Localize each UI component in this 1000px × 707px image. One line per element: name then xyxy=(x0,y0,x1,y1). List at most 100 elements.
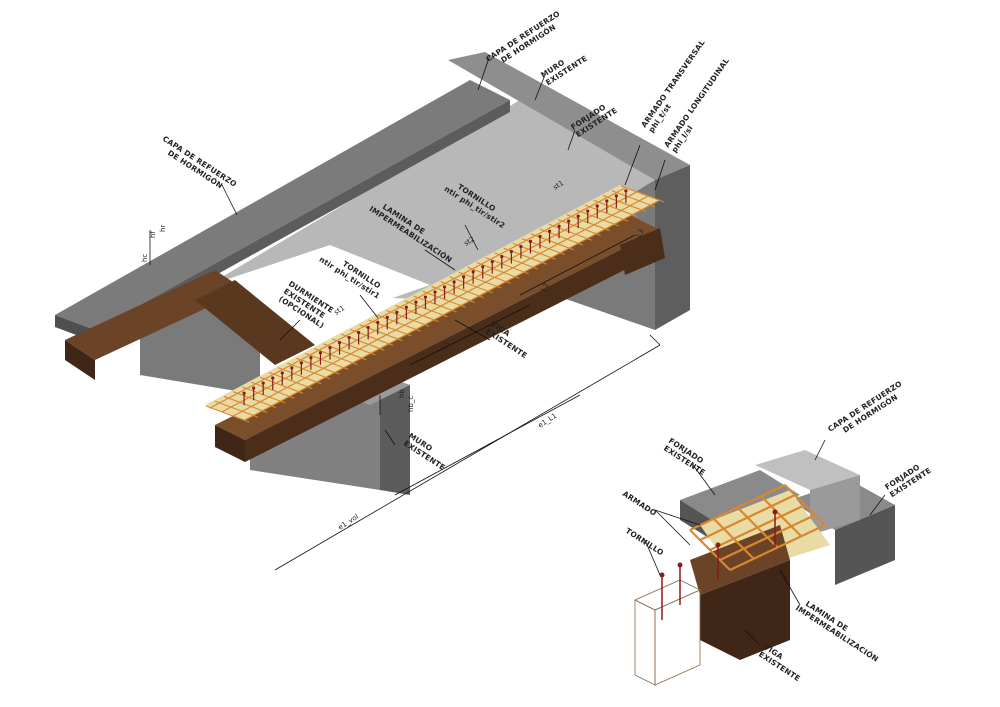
detail-forjado-left-top xyxy=(680,470,800,525)
bolt xyxy=(347,335,351,350)
label-capa-top-1: CAPA DE REFUERZO xyxy=(484,9,561,64)
bolt xyxy=(423,295,428,310)
dim-hf: hf xyxy=(149,231,157,238)
bolt xyxy=(595,204,599,218)
transverse-rebar xyxy=(259,376,304,394)
bolt xyxy=(271,376,275,391)
bolt xyxy=(624,189,628,203)
bolt xyxy=(414,300,418,315)
bolt xyxy=(462,275,466,289)
transverse-rebar xyxy=(277,367,322,385)
bolt xyxy=(395,310,399,325)
transverse-rebar xyxy=(440,281,484,299)
bolt xyxy=(242,391,246,406)
transverse-rebar xyxy=(602,195,647,213)
label-capa-left-1: CAPA DE REFUERZO xyxy=(161,134,238,189)
detail-rebar-bar xyxy=(729,524,826,571)
bolt xyxy=(509,249,513,264)
viga-existente-top xyxy=(215,215,660,440)
transverse-rebar xyxy=(593,199,638,217)
bolt xyxy=(528,239,533,254)
bolt xyxy=(357,330,361,345)
muro-existente-right-top xyxy=(448,52,690,180)
dim-hb: hb xyxy=(398,389,406,398)
durmiente xyxy=(195,280,315,365)
leader-lines xyxy=(221,54,666,446)
bolt xyxy=(433,290,437,304)
label-capa-detail-1: CAPA DE REFUERZO xyxy=(826,379,903,434)
transverse-rebar xyxy=(305,352,349,370)
bolt xyxy=(290,366,294,380)
bolt xyxy=(586,209,590,224)
transverse-rebar xyxy=(377,314,421,332)
transverse-rebar xyxy=(268,372,313,390)
bolt xyxy=(252,386,256,401)
transverse-rebar xyxy=(223,395,268,413)
detail-capa-refuerzo-face xyxy=(810,475,860,535)
dim-L2: L2 xyxy=(540,282,551,293)
transverse-rebar xyxy=(566,214,611,232)
bolt xyxy=(567,219,571,234)
bolt xyxy=(442,285,447,299)
detail-rebar-bar xyxy=(760,495,803,538)
transverse-rebar xyxy=(620,185,665,203)
detail-bolt xyxy=(677,562,683,605)
bolt xyxy=(318,351,323,365)
bolt xyxy=(576,214,580,229)
main-dimensions xyxy=(149,230,661,571)
viga-existente-side xyxy=(245,230,660,462)
bolt xyxy=(309,356,313,370)
detail-capa-refuerzo-top xyxy=(755,450,860,490)
bolt xyxy=(471,270,475,284)
main-bolts xyxy=(242,189,628,406)
transverse-rebar xyxy=(250,381,295,399)
detail-outline-box xyxy=(634,579,701,686)
detail-bolt xyxy=(659,572,665,620)
transverse-rebar xyxy=(395,305,439,323)
transverse-rebar xyxy=(214,400,259,418)
bolt xyxy=(547,229,552,244)
bolt xyxy=(557,224,561,239)
detail-rebar-bar xyxy=(736,506,779,549)
muro-existente-bottom-side xyxy=(380,375,410,495)
bolt xyxy=(519,244,523,259)
viga-existente-right-end xyxy=(620,228,665,275)
bolt xyxy=(490,260,494,274)
dim-hc: hc xyxy=(141,254,149,262)
viga-existente-front xyxy=(215,425,245,462)
bolt xyxy=(366,325,370,340)
bolt xyxy=(538,234,542,249)
transverse-rebar xyxy=(296,357,340,375)
label-lamina-detail-2: IMPERMEABILIZACIÓN xyxy=(794,603,880,663)
detail-bolt xyxy=(772,509,778,547)
dim-hb-c: hb_c xyxy=(407,396,415,412)
bolt xyxy=(500,254,504,269)
dim-L3: L3 xyxy=(635,228,646,239)
capa-refuerzo-strip-top xyxy=(55,80,510,330)
transverse-rebar xyxy=(386,309,430,327)
transverse-rebar xyxy=(232,391,277,409)
transverse-rebar xyxy=(548,223,593,241)
transverse-rebar xyxy=(476,262,520,280)
transverse-rebar xyxy=(557,218,602,236)
transverse-rebar xyxy=(314,348,358,366)
transverse-rebar xyxy=(205,405,250,423)
detail-bolt xyxy=(715,542,721,580)
detail-viga-front xyxy=(700,560,790,660)
viga-left-front xyxy=(65,340,95,380)
main-assembly xyxy=(55,52,690,495)
label-armado-detail: ARMADO xyxy=(621,489,658,518)
bolt xyxy=(452,280,456,294)
bolt xyxy=(605,199,609,213)
transverse-rebar xyxy=(431,285,475,303)
transverse-rebar xyxy=(422,290,466,308)
dim-e-L1: e1_L1 xyxy=(537,412,559,430)
bolt xyxy=(261,381,265,396)
transverse-rebar xyxy=(539,228,583,246)
bolt xyxy=(299,361,303,375)
bolt xyxy=(280,371,284,385)
dim-L1: L1 xyxy=(441,340,452,351)
detail-rebar-grid xyxy=(689,484,826,571)
detail-rebar-bar xyxy=(784,484,826,526)
